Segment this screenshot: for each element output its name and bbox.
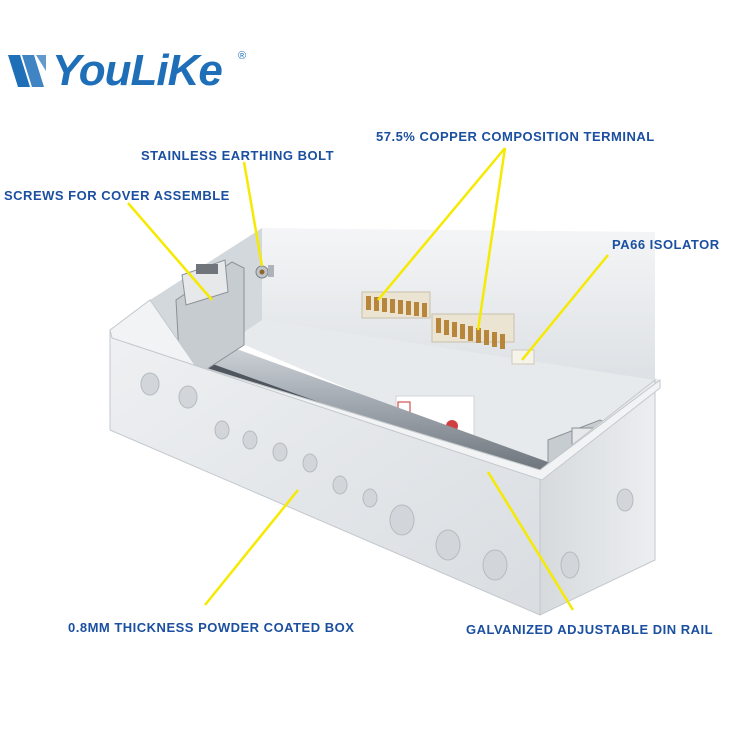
label-din-rail: GALVANIZED ADJUSTABLE DIN RAIL [466,622,714,637]
label-cover-screws: SCREWS FOR COVER ASSEMBLE [4,188,230,203]
box-rim [109,299,661,481]
logo-mark-icon [8,55,46,87]
label-box: 0.8MM THICKNESS POWDER COATED BOX [68,620,355,635]
label-isolator: PA66 ISOLATOR [612,237,720,252]
leader-earthing-bolt [242,161,264,267]
box-inner-back-wall [262,228,655,380]
leader-copper-1 [377,147,506,301]
leader-box [204,489,299,606]
copper-terminal-bars [361,291,515,349]
brand-logo: YouLiKe [6,46,223,96]
brand-name: YouLiKe [52,46,223,95]
leader-isolator [521,254,609,361]
leader-lines [127,147,609,611]
knockout-holes [140,372,634,581]
label-copper-terminal: 57.5% COPPER COMPOSITION TERMINAL [376,129,655,144]
label-earthing-bolt: STAINLESS EARTHING BOLT [141,148,335,163]
registered-mark: ® [238,50,247,62]
left-mounting-bracket [175,259,245,381]
earthing-bolt [255,265,274,279]
leader-cover-screws [127,202,213,301]
leader-din-rail [486,471,575,611]
leader-copper-2 [476,147,507,331]
